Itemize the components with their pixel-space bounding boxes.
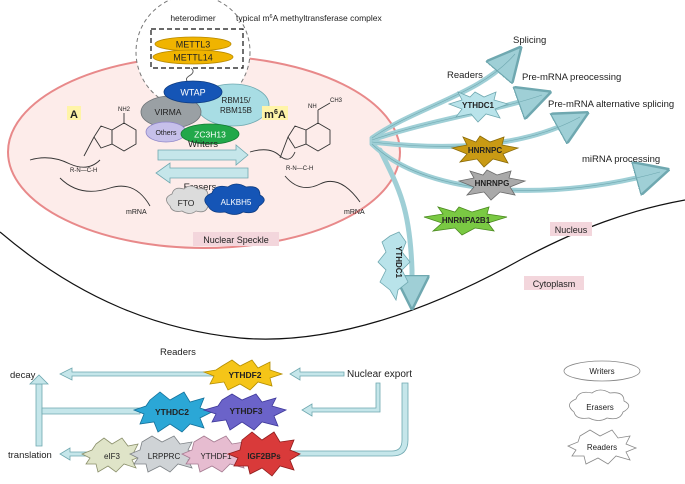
fto-label: FTO bbox=[178, 198, 195, 208]
writers-arrow bbox=[157, 144, 249, 166]
alt-splicing-label: Pre-mRNA alternative splicing bbox=[548, 99, 674, 110]
pre-mrna-processing-label: Pre-mRNA preocessing bbox=[522, 72, 621, 83]
function-arrows bbox=[369, 54, 660, 300]
adenine-structure bbox=[29, 113, 137, 168]
legend-erasers-shape bbox=[569, 389, 630, 421]
ythdc2-label: YTHDC2 bbox=[155, 407, 189, 417]
legend-readers-shape bbox=[567, 429, 638, 465]
m6a-label-bg bbox=[262, 106, 288, 120]
cytoplasm-readers-label: Readers bbox=[160, 347, 196, 358]
mettl14-label: METTL14 bbox=[173, 53, 213, 63]
erasers-arrow-label: Erasers bbox=[184, 182, 217, 193]
rbm15-label-1: RBM15/ bbox=[222, 96, 252, 105]
ch3-right: CH3 bbox=[330, 98, 343, 104]
writers-arrow-label: Writers bbox=[188, 139, 218, 150]
ythdc1-export-star bbox=[377, 231, 411, 302]
virma-label: VIRMA bbox=[155, 107, 182, 117]
a-label-bg bbox=[67, 106, 81, 120]
erasers-arrow bbox=[155, 162, 249, 184]
m6a-label: m6A bbox=[264, 109, 286, 121]
hnrnpc-label: HNRNPC bbox=[468, 146, 502, 155]
ythdf3-label: YTHDF3 bbox=[229, 406, 262, 416]
ring-label-left: R-N—C-H bbox=[70, 168, 97, 174]
mrna-right-label: mRNA bbox=[344, 209, 365, 216]
zc3h13-label: ZC3H13 bbox=[194, 130, 226, 140]
complex-title: typical m6A methyltransferase complex bbox=[236, 13, 382, 23]
hnrnpa2b1-label: HNRNPA2B1 bbox=[442, 216, 491, 225]
ythdf1-label: YTHDF1 bbox=[200, 452, 232, 461]
mrna-left-label: mRNA bbox=[126, 209, 147, 216]
nuclear-speckle-label-bg bbox=[193, 232, 279, 246]
igf2bps-star bbox=[226, 431, 301, 477]
mettl3-label: METTL3 bbox=[176, 40, 211, 50]
legend-writers-shape bbox=[563, 360, 641, 382]
hnrnpc-star bbox=[450, 135, 520, 168]
lrpprc-label: LRPPRC bbox=[148, 452, 181, 461]
alkbh5-label: ALKBH5 bbox=[221, 198, 252, 207]
heterodimer-label: heterodimer bbox=[170, 13, 216, 23]
ythdc2-star bbox=[132, 391, 214, 433]
ring-label-right: R-N—C-H bbox=[286, 166, 313, 172]
ythdc1-export-label: YTHDC1 bbox=[394, 246, 403, 279]
hnrnpg-star bbox=[457, 169, 527, 201]
cytoplasm-label-bg bbox=[524, 276, 584, 290]
eif3-label: eIF3 bbox=[104, 452, 121, 461]
rbm15-label-2: RBM15B bbox=[220, 106, 252, 115]
nh2-left: NH2 bbox=[118, 107, 131, 113]
ythdf2-star bbox=[202, 359, 284, 391]
m6a-structure bbox=[249, 102, 331, 160]
igf2bps-label: IGF2BPs bbox=[247, 452, 281, 461]
eif3-star bbox=[81, 437, 143, 473]
lrpprc-star bbox=[129, 435, 199, 473]
splicing-label: Splicing bbox=[513, 35, 546, 46]
nucleus-label-bg bbox=[550, 222, 592, 236]
heterodimer-box bbox=[150, 28, 244, 69]
mrna-strand-left bbox=[59, 177, 151, 207]
nucleus-label: Nucleus bbox=[555, 225, 588, 235]
hnrnpa2b1-star bbox=[423, 206, 508, 236]
zc3h13-node bbox=[180, 123, 240, 145]
ythdf3-star bbox=[202, 393, 288, 431]
legend-erasers-label: Erasers bbox=[586, 403, 614, 412]
decay-label: decay bbox=[10, 370, 36, 381]
mirna-processing-label: miRNA processing bbox=[582, 154, 660, 165]
alkbh5-cloud bbox=[204, 183, 265, 215]
cytoplasm-label: Cytoplasm bbox=[533, 279, 576, 289]
legend-writers-label: Writers bbox=[589, 367, 614, 376]
hnrnpg-label: HNRNPG bbox=[475, 179, 510, 188]
ythdf2-label: YTHDF2 bbox=[228, 370, 261, 380]
nuclear-readers-label: Readers bbox=[447, 70, 483, 81]
ythdc1-label: YTHDC1 bbox=[462, 101, 495, 110]
mettl14-node bbox=[152, 49, 234, 65]
wtap-label: WTAP bbox=[180, 88, 205, 98]
ythdc1-star bbox=[447, 91, 510, 123]
a-label: A bbox=[70, 109, 78, 121]
nuclear-speckle-label: Nuclear Speckle bbox=[203, 235, 269, 245]
legend-readers-label: Readers bbox=[587, 443, 617, 452]
others-label: Others bbox=[155, 130, 177, 137]
translation-label: translation bbox=[8, 450, 52, 461]
mrna-strand-right bbox=[284, 175, 361, 203]
nuclear-export-label: Nuclear export bbox=[347, 369, 412, 380]
wtap-node bbox=[163, 80, 223, 104]
nh-right: NH bbox=[308, 104, 317, 110]
